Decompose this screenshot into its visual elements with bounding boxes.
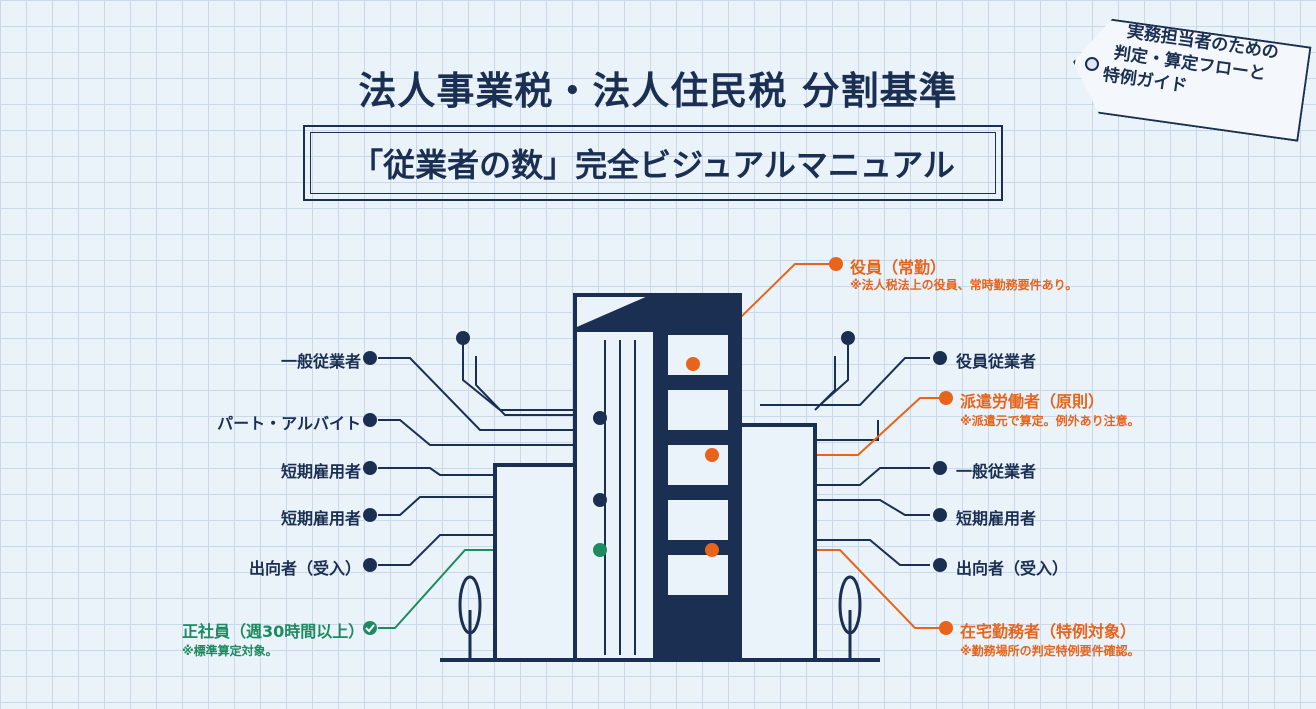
left-label-6: 正社員（週30時間以上） [182,622,365,641]
subtitle: 「従業者の数」完全ビジュアルマニュアル [310,132,996,194]
left-label-5: 出向者（受入） [248,559,361,578]
right-note-1: ※法人税法上の役員、常時勤務要件あり。 [850,278,1078,292]
right-note-7: ※勤務場所の判定特例要件確認。 [960,644,1140,658]
left-label-3: 短期雇用者 [280,462,361,481]
right-label-1: 役員（常勤） [850,258,947,277]
right-label-3: 派遣労働者（原則） [960,392,1105,411]
left-label-4: 短期雇用者 [280,509,361,528]
page-title: 法人事業税・法人住民税 分割基準 [358,69,958,113]
right-label-7: 在宅勤務者（特例対象） [960,622,1137,641]
right-note-3: ※派遣元で算定。例外あり注意。 [960,414,1140,428]
right-label-6: 出向者（受入） [956,559,1069,578]
tag-hole-icon [1085,57,1099,71]
check-icon [363,621,377,635]
left-note-6: ※標準算定対象。 [182,644,278,658]
subtitle-box: 「従業者の数」完全ビジュアルマニュアル [303,125,1003,201]
left-label-2: パート・アルバイト [217,414,361,433]
right-label-5: 短期雇用者 [956,509,1037,528]
right-label-2: 役員従業者 [956,352,1037,371]
left-label-1: 一般従業者 [280,352,361,371]
right-label-4: 一般従業者 [956,462,1037,481]
building [440,292,880,662]
